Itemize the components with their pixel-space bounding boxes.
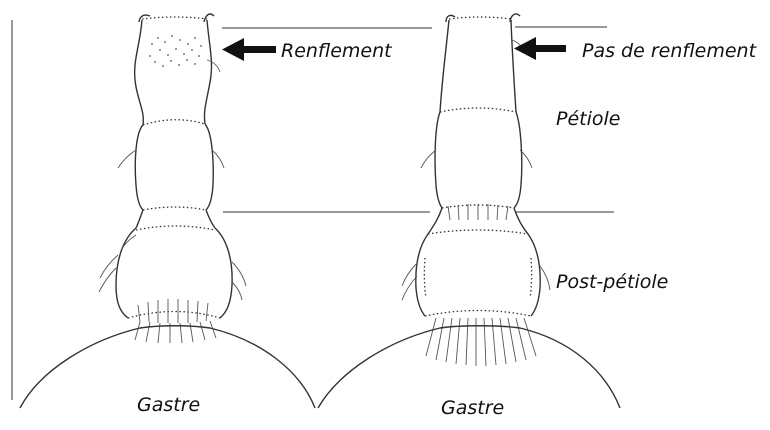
label-petiole: Pétiole	[556, 108, 620, 130]
label-renflement: Renflement	[281, 40, 393, 62]
label-gastre-right: Gastre	[441, 397, 504, 419]
left-specimen	[20, 14, 315, 408]
arrow-renflement	[222, 38, 276, 61]
arrow-pas-de-renflement	[514, 37, 566, 60]
label-gastre-left: Gastre	[137, 394, 200, 416]
right-specimen	[318, 14, 620, 408]
label-post-petiole: Post-pétiole	[556, 271, 668, 293]
label-pas-de-renflement: Pas de renflement	[582, 40, 758, 62]
